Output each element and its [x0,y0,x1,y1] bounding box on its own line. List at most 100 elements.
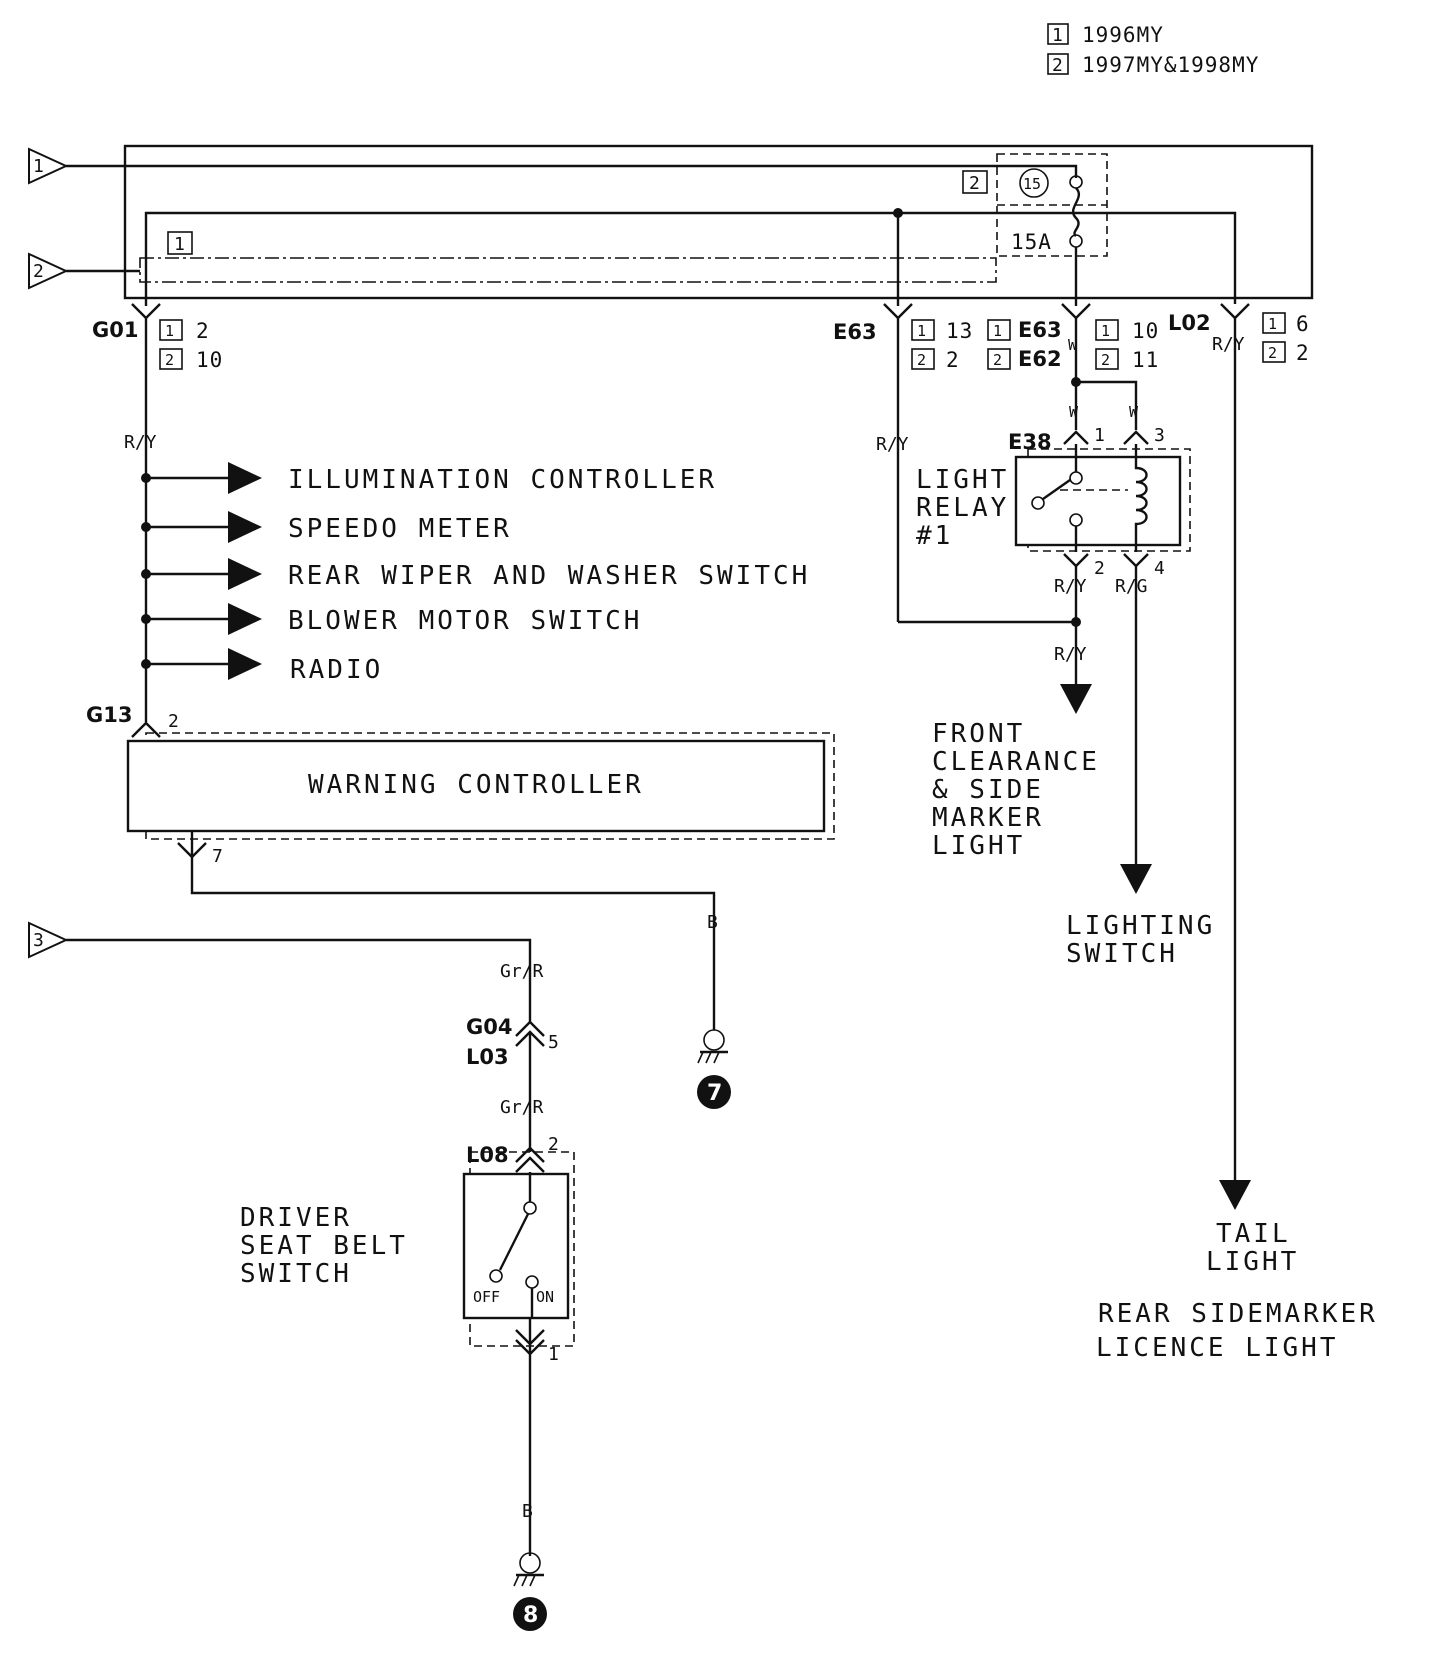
svg-text:G01: G01 [92,318,138,342]
wire-input-1 [66,164,1078,178]
seat-belt-switch-on-label: ON [536,1288,554,1306]
svg-text:3: 3 [33,930,44,951]
svg-text:1: 1 [917,322,926,340]
legend: 1 1996MY 2 1997MY&1998MY [1047,23,1259,77]
connector-e63-e62: 1 E63 2 E62 1 10 2 11 [987,303,1159,372]
svg-text:1: 1 [1094,425,1105,446]
svg-text:LIGHT: LIGHT [932,831,1025,861]
svg-text:1: 1 [993,322,1002,340]
fuse-box-outline [123,144,1314,300]
front-clearance-label: FRONT CLEARANCE & SIDE MARKER LIGHT [932,719,1100,861]
connector-l08-top: L08 2 [466,1134,559,1173]
wire-label-relay-ry: R/Y [1054,576,1087,597]
branch-blower-motor-switch: BLOWER MOTOR SWITCH [141,603,639,636]
svg-text:LIGHT: LIGHT [916,465,1009,495]
arrow-front-clearance [1060,684,1092,714]
svg-text:LICENCE LIGHT: LICENCE LIGHT [1096,1333,1339,1363]
svg-text:2: 2 [196,319,210,343]
svg-text:7: 7 [212,846,223,867]
wire-label-e63-ry: R/Y [876,434,909,455]
svg-text:E63: E63 [1018,318,1062,342]
svg-text:RELAY: RELAY [916,493,1009,523]
legend-tag-1: 1 [1052,25,1063,46]
legend-tag-2-box [1047,53,1069,75]
rear-sidemarker-label: REAR SIDEMARKER LICENCE LIGHT [1096,1299,1375,1363]
svg-text:15: 15 [1023,175,1041,193]
seat-belt-switch-lever [498,1213,530,1271]
wire-label-grr-1: Gr/R [500,961,544,982]
input-2: 2 [28,252,69,290]
lighting-switch-label: LIGHTING SWITCH [1066,911,1215,969]
branch-rear-wiper-washer-switch: REAR WIPER AND WASHER SWITCH [141,558,810,591]
wire-label-w-pin1: W [1069,403,1079,421]
wire-label-w-main: W [1068,336,1078,354]
svg-text:#1: #1 [916,521,953,551]
junction-ry [1071,617,1081,627]
connector-e63: E63 1 13 2 2 [833,303,973,372]
svg-text:2: 2 [548,1134,559,1155]
svg-text:8: 8 [523,1603,538,1628]
svg-text:SPEEDO METER: SPEEDO METER [288,514,512,544]
svg-text:11: 11 [1132,348,1159,372]
branch-illumination-controller: ILLUMINATION CONTROLLER [141,462,717,495]
svg-text:13: 13 [946,319,973,343]
fuse-variant-tag: 2 [969,173,980,194]
wire-input-3 [66,938,532,1022]
connector-g01: G01 1 2 2 10 [92,303,222,372]
svg-text:1: 1 [1268,315,1277,333]
wire-warning-to-ground-7 [190,831,716,1030]
svg-text:G04: G04 [466,1015,512,1039]
svg-text:LIGHTING: LIGHTING [1066,911,1215,941]
relay-pivot [1031,496,1045,510]
svg-text:1: 1 [548,1344,559,1365]
svg-text:TAIL: TAIL [1216,1219,1291,1249]
arrow-tail-light [1219,1180,1251,1210]
connector-l08-bottom: 1 [515,1329,559,1365]
svg-text:& SIDE: & SIDE [932,775,1044,805]
seat-belt-switch-off-contact [489,1269,503,1283]
svg-text:ILLUMINATION CONTROLLER: ILLUMINATION CONTROLLER [288,465,717,495]
svg-text:L03: L03 [466,1045,509,1069]
wire-label-left-ry: R/Y [124,432,157,453]
svg-text:SWITCH: SWITCH [1066,939,1178,969]
legend-tag-2: 2 [1052,55,1063,76]
relay-coil [1134,444,1148,552]
svg-text:2: 2 [1101,351,1110,369]
svg-text:2: 2 [1296,341,1310,365]
legend-text-2: 1997MY&1998MY [1082,53,1259,77]
svg-text:10: 10 [1132,319,1159,343]
seat-belt-switch-box [462,1172,570,1320]
wire-label-relay-rg: R/G [1115,576,1148,597]
svg-text:15A: 15A [1011,230,1052,254]
svg-text:CLEARANCE: CLEARANCE [932,747,1100,777]
ground-8: 8 [513,1552,547,1631]
svg-text:2: 2 [1268,344,1277,362]
svg-text:E63: E63 [833,320,877,344]
svg-text:2: 2 [33,261,44,282]
connector-g04-l03: G04 L03 5 [466,1015,559,1069]
svg-text:L08: L08 [466,1143,509,1167]
legend-tag-1-box [1047,23,1069,45]
wire-label-front-ry: R/Y [1054,644,1087,665]
svg-text:2: 2 [946,348,960,372]
svg-text:2: 2 [993,351,1002,369]
wire-bus-r-y [144,211,1237,306]
connector-g13: G13 2 [86,703,179,738]
svg-text:G13: G13 [86,703,132,727]
wire-label-b-8: B [522,1501,533,1522]
warning-controller-box [126,739,826,833]
svg-text:REAR WIPER AND WASHER SWITCH: REAR WIPER AND WASHER SWITCH [288,561,810,591]
svg-text:6: 6 [1296,312,1310,336]
branch-speedo-meter: SPEEDO METER [141,511,512,544]
wire-label-w-pin3: W [1129,403,1139,421]
legend-text-1: 1996MY [1082,23,1164,47]
svg-text:RADIO: RADIO [290,655,383,685]
svg-text:SEAT BELT: SEAT BELT [240,1231,408,1261]
svg-text:4: 4 [1154,558,1165,579]
svg-text:5: 5 [548,1032,559,1053]
svg-text:FRONT: FRONT [932,719,1025,749]
wire-label-b-7: B [707,912,718,933]
svg-text:L02: L02 [1168,311,1211,335]
arrow-lighting-switch [1120,864,1152,894]
